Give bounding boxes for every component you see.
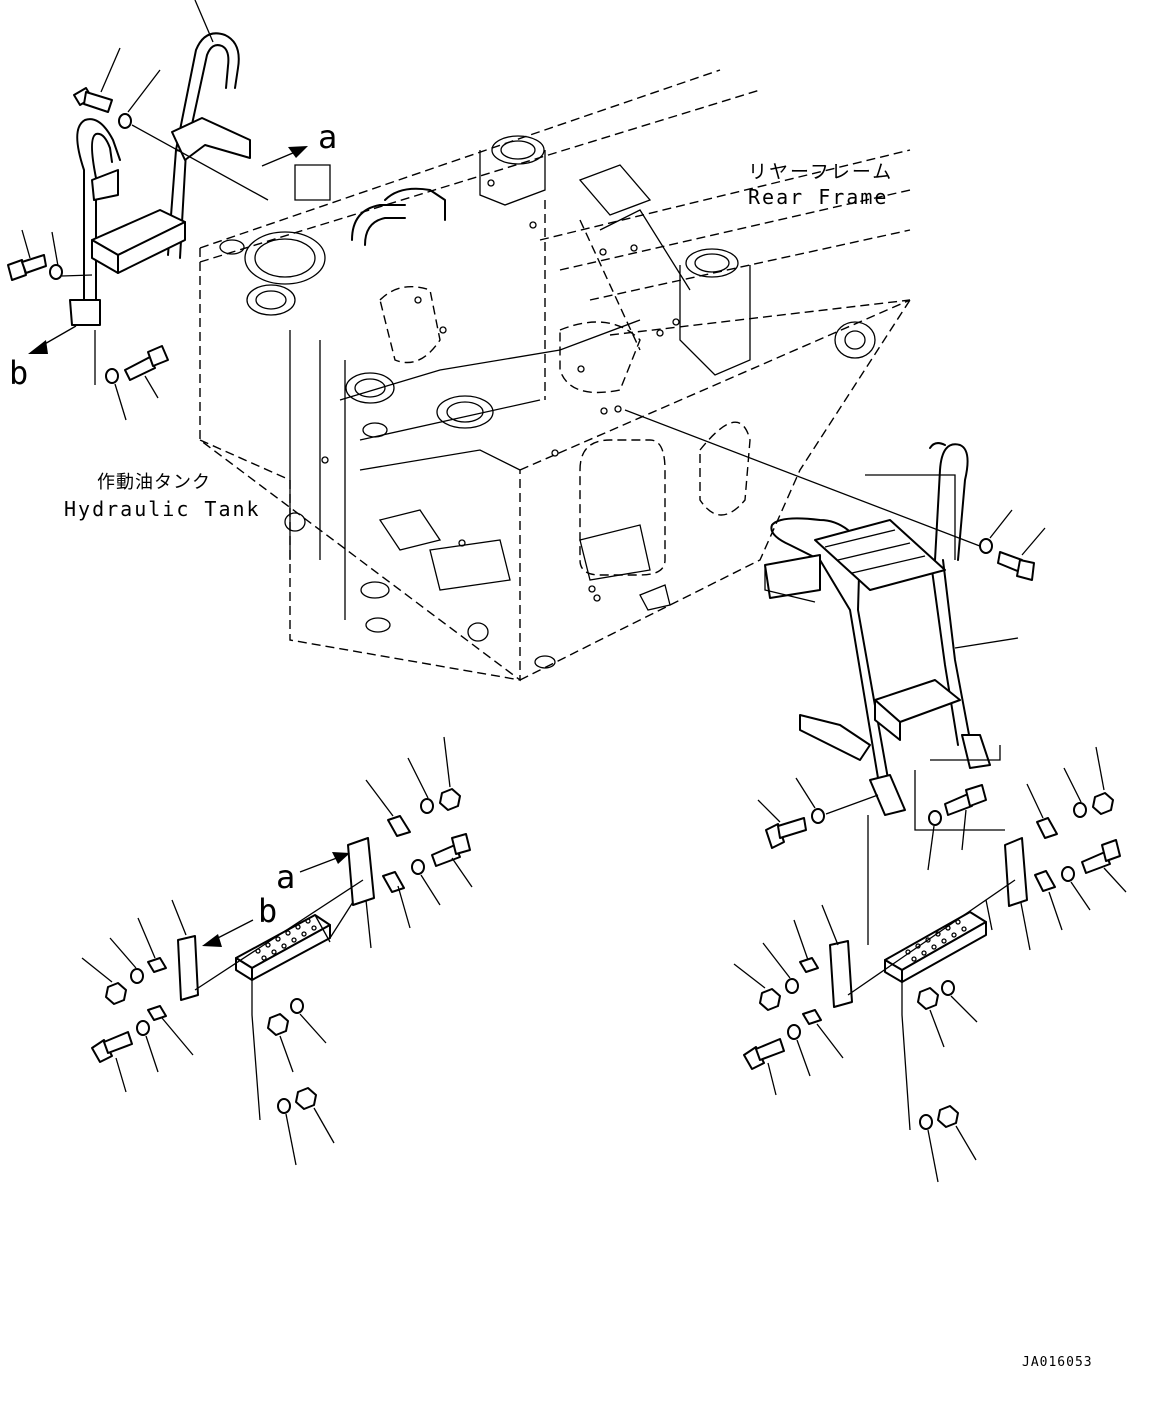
washer xyxy=(118,113,132,129)
rear-frame-label-jp: リヤーフレーム xyxy=(748,161,893,183)
bolt xyxy=(431,833,471,867)
washer xyxy=(411,859,425,875)
rear-frame-label-en: Rear Frame xyxy=(748,185,888,209)
washer xyxy=(1073,802,1087,818)
frame-bolt-holes xyxy=(321,179,680,602)
washer xyxy=(787,1024,801,1040)
washer xyxy=(811,808,825,824)
rear-frame xyxy=(199,69,911,682)
ref-label-a-upper: a xyxy=(318,118,337,156)
hydraulic-tank-label-jp: 作動油タンク xyxy=(97,472,211,493)
drawing-code: JA016053 xyxy=(1022,1355,1093,1370)
hydraulic-tank-label: 作動油タンク Hydraulic Tank xyxy=(64,472,261,521)
washer xyxy=(420,798,434,814)
washer xyxy=(136,1020,150,1036)
nut xyxy=(759,988,781,1011)
bolt xyxy=(765,817,807,849)
nut xyxy=(295,1087,317,1110)
ref-label-b-upper: b xyxy=(9,354,28,392)
reference-arrow-a-upper xyxy=(261,146,308,167)
nut xyxy=(1092,792,1114,815)
washer xyxy=(105,368,119,384)
bolt xyxy=(7,254,47,281)
left-handrail-assembly xyxy=(69,0,251,326)
washer xyxy=(277,1098,291,1114)
bolt xyxy=(1081,839,1121,874)
fasteners xyxy=(7,47,1127,1183)
washer xyxy=(49,264,63,280)
bolt xyxy=(997,551,1035,581)
bolt xyxy=(124,345,169,381)
ref-label-a-lower: a xyxy=(276,858,295,896)
ladder-assembly xyxy=(624,409,1019,816)
reference-arrow-b-upper xyxy=(28,325,77,354)
right-step-assembly xyxy=(799,745,1058,1131)
washer xyxy=(290,998,304,1014)
bolt xyxy=(743,1038,785,1070)
washer xyxy=(1061,866,1075,882)
left-step-assembly xyxy=(147,815,411,1121)
bolt xyxy=(73,87,113,113)
nut xyxy=(267,1013,289,1036)
washer xyxy=(130,968,144,984)
washer xyxy=(919,1114,933,1130)
ref-label-b-lower: b xyxy=(258,892,277,930)
washer xyxy=(979,538,993,554)
hydraulic-tank-label-en: Hydraulic Tank xyxy=(64,497,261,521)
reference-arrow-a-lower xyxy=(299,852,350,873)
washer xyxy=(941,980,955,996)
nut xyxy=(105,982,127,1005)
reference-arrow-b-lower xyxy=(202,919,254,947)
bolt xyxy=(91,1031,133,1063)
nut xyxy=(937,1105,959,1128)
nut xyxy=(439,788,461,811)
washer xyxy=(785,978,799,994)
rear-frame-label: リヤーフレーム Rear Frame xyxy=(748,161,893,209)
nut xyxy=(917,987,939,1010)
washer xyxy=(928,810,942,826)
bolt xyxy=(944,784,987,816)
